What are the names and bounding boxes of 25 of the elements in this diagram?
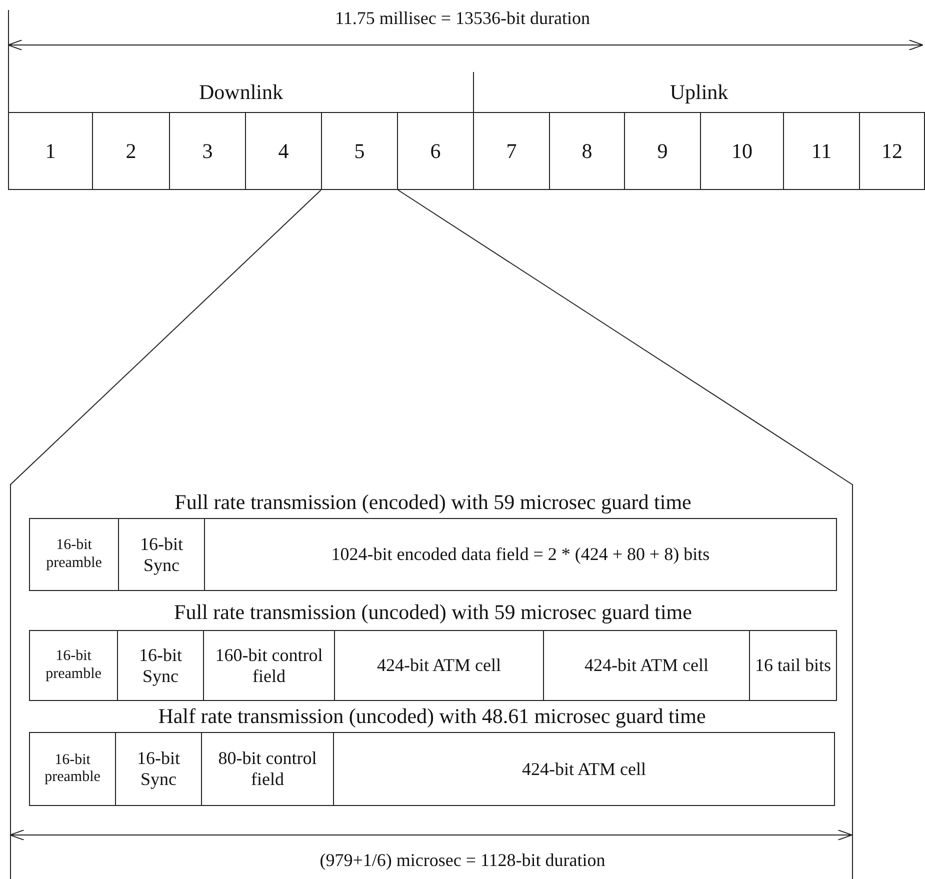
frame-field: 80-bit control field — [201, 732, 334, 806]
frame-field: 16-bit Sync — [117, 630, 204, 701]
frame-field: 424-bit ATM cell — [334, 630, 544, 701]
frame-field: 16-bit preamble — [29, 518, 119, 591]
zoom-line — [398, 190, 854, 486]
zoom-line — [10, 190, 322, 486]
duration-label: 11.75 millisec = 13536-bit duration — [335, 8, 590, 28]
frame-field: 160-bit control field — [203, 630, 335, 701]
time-slot: 12 — [859, 112, 925, 190]
frame-heading: Half rate transmission (uncoded) with 48.61 microsec guard time — [157, 704, 707, 729]
time-slot: 1 — [8, 112, 93, 190]
link-band: Downlink — [8, 72, 474, 113]
duration-label: (979+1/6) microsec = 1128-bit duration — [320, 850, 606, 870]
frame-field: 424-bit ATM cell — [333, 732, 835, 806]
frame-field: 16-bit preamble — [29, 630, 118, 701]
frame-heading: Full rate transmission (encoded) with 59 microsec guard time — [174, 490, 692, 515]
frame-field: 16 tail bits — [749, 630, 837, 701]
frame-field: 424-bit ATM cell — [543, 630, 750, 701]
frame-field: 16-bit preamble — [29, 732, 116, 806]
link-band: Uplink — [473, 72, 925, 113]
frame-heading: Full rate transmission (uncoded) with 59 microsec guard time — [173, 600, 693, 625]
expanded-slot-panel — [10, 485, 853, 879]
frame-field: 1024-bit encoded data field = 2 * (424 + 80 + 8) bits — [204, 518, 837, 591]
frame-field: 16-bit Sync — [115, 732, 202, 806]
frame-field: 16-bit Sync — [118, 518, 205, 591]
